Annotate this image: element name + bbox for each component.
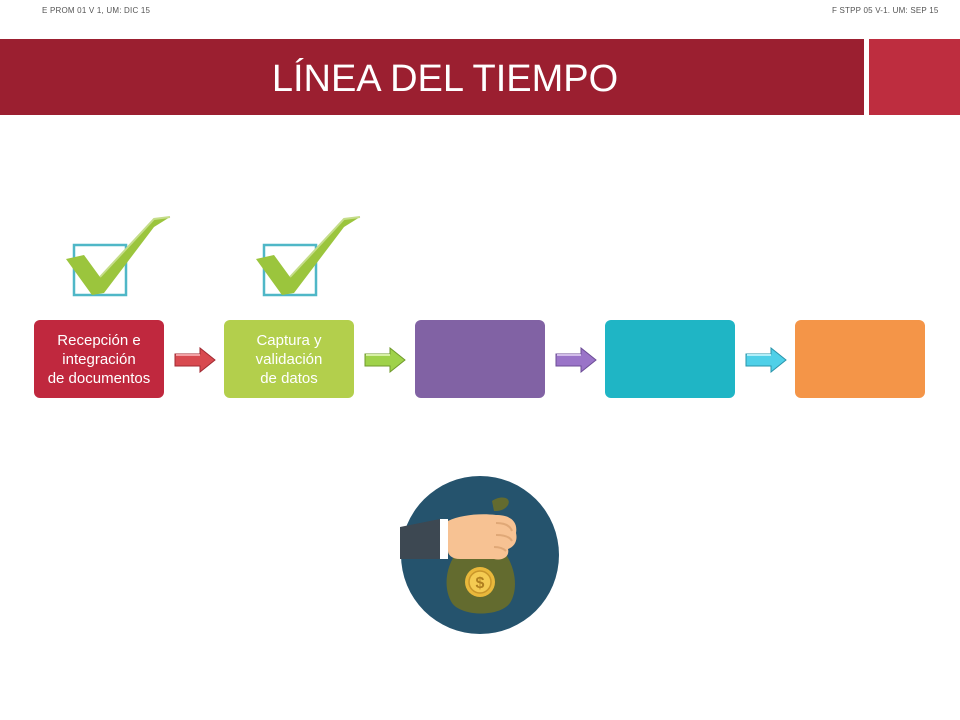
timeline-step-1: Recepción e integración de documentos [34, 320, 164, 398]
title-bar [0, 39, 864, 115]
page-title: LÍNEA DEL TIEMPO [271, 58, 619, 100]
timeline-step-3 [415, 320, 545, 398]
checkmark-icon-step-2 [256, 216, 361, 297]
timeline-step-4 [605, 320, 735, 398]
document-code-left: E PROM 01 V 1, UM: DIC 15 [42, 6, 151, 15]
arrow-right-icon-2 [364, 347, 406, 373]
hand-holding-money-bag-icon: $ [400, 476, 559, 634]
checkmark-icon-step-1 [66, 216, 171, 297]
step-label-1: Recepción e integración de documentos [47, 331, 151, 387]
coin-symbol: $ [476, 575, 485, 592]
arrow-right-icon-1 [174, 347, 216, 373]
document-code-right: F STPP 05 V-1. UM: SEP 15 [832, 6, 939, 15]
arrow-right-icon-4 [745, 347, 787, 373]
title-accent-block [869, 39, 960, 115]
timeline-step-5 [795, 320, 925, 398]
arrow-right-icon-3 [555, 347, 597, 373]
step-label-2: Captura y validación de datos [255, 331, 323, 387]
timeline-step-2: Captura y validación de datos [224, 320, 354, 398]
